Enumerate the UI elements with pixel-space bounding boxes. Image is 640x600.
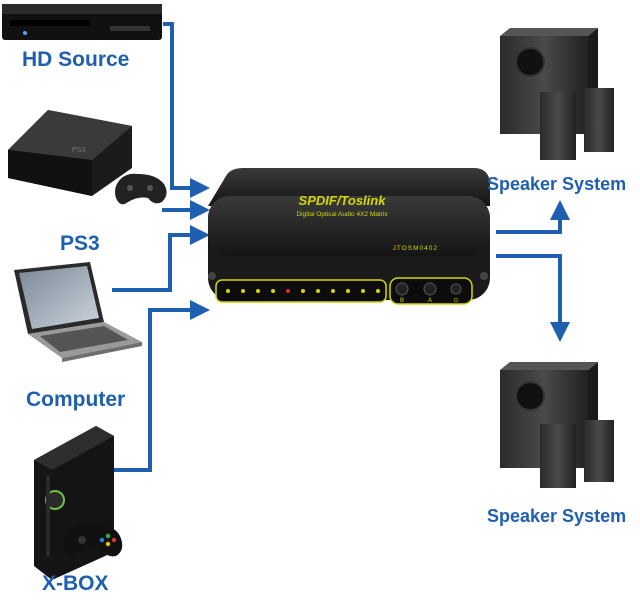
xbox-console-icon bbox=[34, 426, 123, 580]
source-label-computer: Computer bbox=[26, 388, 126, 411]
front-panel-leds bbox=[226, 289, 380, 293]
panel-button-b bbox=[395, 282, 409, 296]
speaker-system-top bbox=[500, 28, 614, 160]
gamepad-icon bbox=[115, 173, 167, 205]
output-label-bottom: Speaker System bbox=[487, 506, 627, 526]
arrow-output-bottom bbox=[496, 254, 570, 342]
blu-ray-player-icon bbox=[2, 4, 162, 40]
panel-button-a bbox=[423, 282, 437, 296]
xbox-controller-icon bbox=[63, 524, 123, 557]
source-label-ps3: PS3 bbox=[60, 232, 100, 255]
button-mark-a: A bbox=[428, 298, 432, 304]
source-label-xbox: X-BOX bbox=[42, 572, 109, 595]
output-label-top: Speaker System bbox=[487, 174, 627, 194]
arrow-hd-source bbox=[163, 22, 210, 198]
arrow-computer bbox=[112, 225, 210, 292]
source-label-hd: HD Source bbox=[22, 48, 130, 71]
game-console-icon: PS3 bbox=[8, 110, 167, 205]
connection-lines bbox=[112, 22, 570, 472]
arrow-output-top bbox=[496, 200, 570, 234]
device-subtitle: Digital Optical Audio 4X2 Matrix bbox=[296, 211, 388, 218]
audio-matrix-device: SPDIF/Toslink Digital Optical Audio 4X2 … bbox=[208, 168, 490, 305]
panel-button-power bbox=[450, 283, 462, 295]
laptop-icon bbox=[14, 262, 142, 362]
device-title: SPDIF/Toslink bbox=[299, 193, 387, 208]
speaker-system-bottom bbox=[500, 362, 614, 488]
device-model: JTOSM0402 bbox=[393, 245, 438, 252]
arrow-xbox bbox=[112, 300, 210, 472]
button-mark-b: B bbox=[400, 298, 404, 304]
svg-text:PS3: PS3 bbox=[72, 147, 85, 154]
button-mark-power: ⏻ bbox=[454, 297, 459, 304]
